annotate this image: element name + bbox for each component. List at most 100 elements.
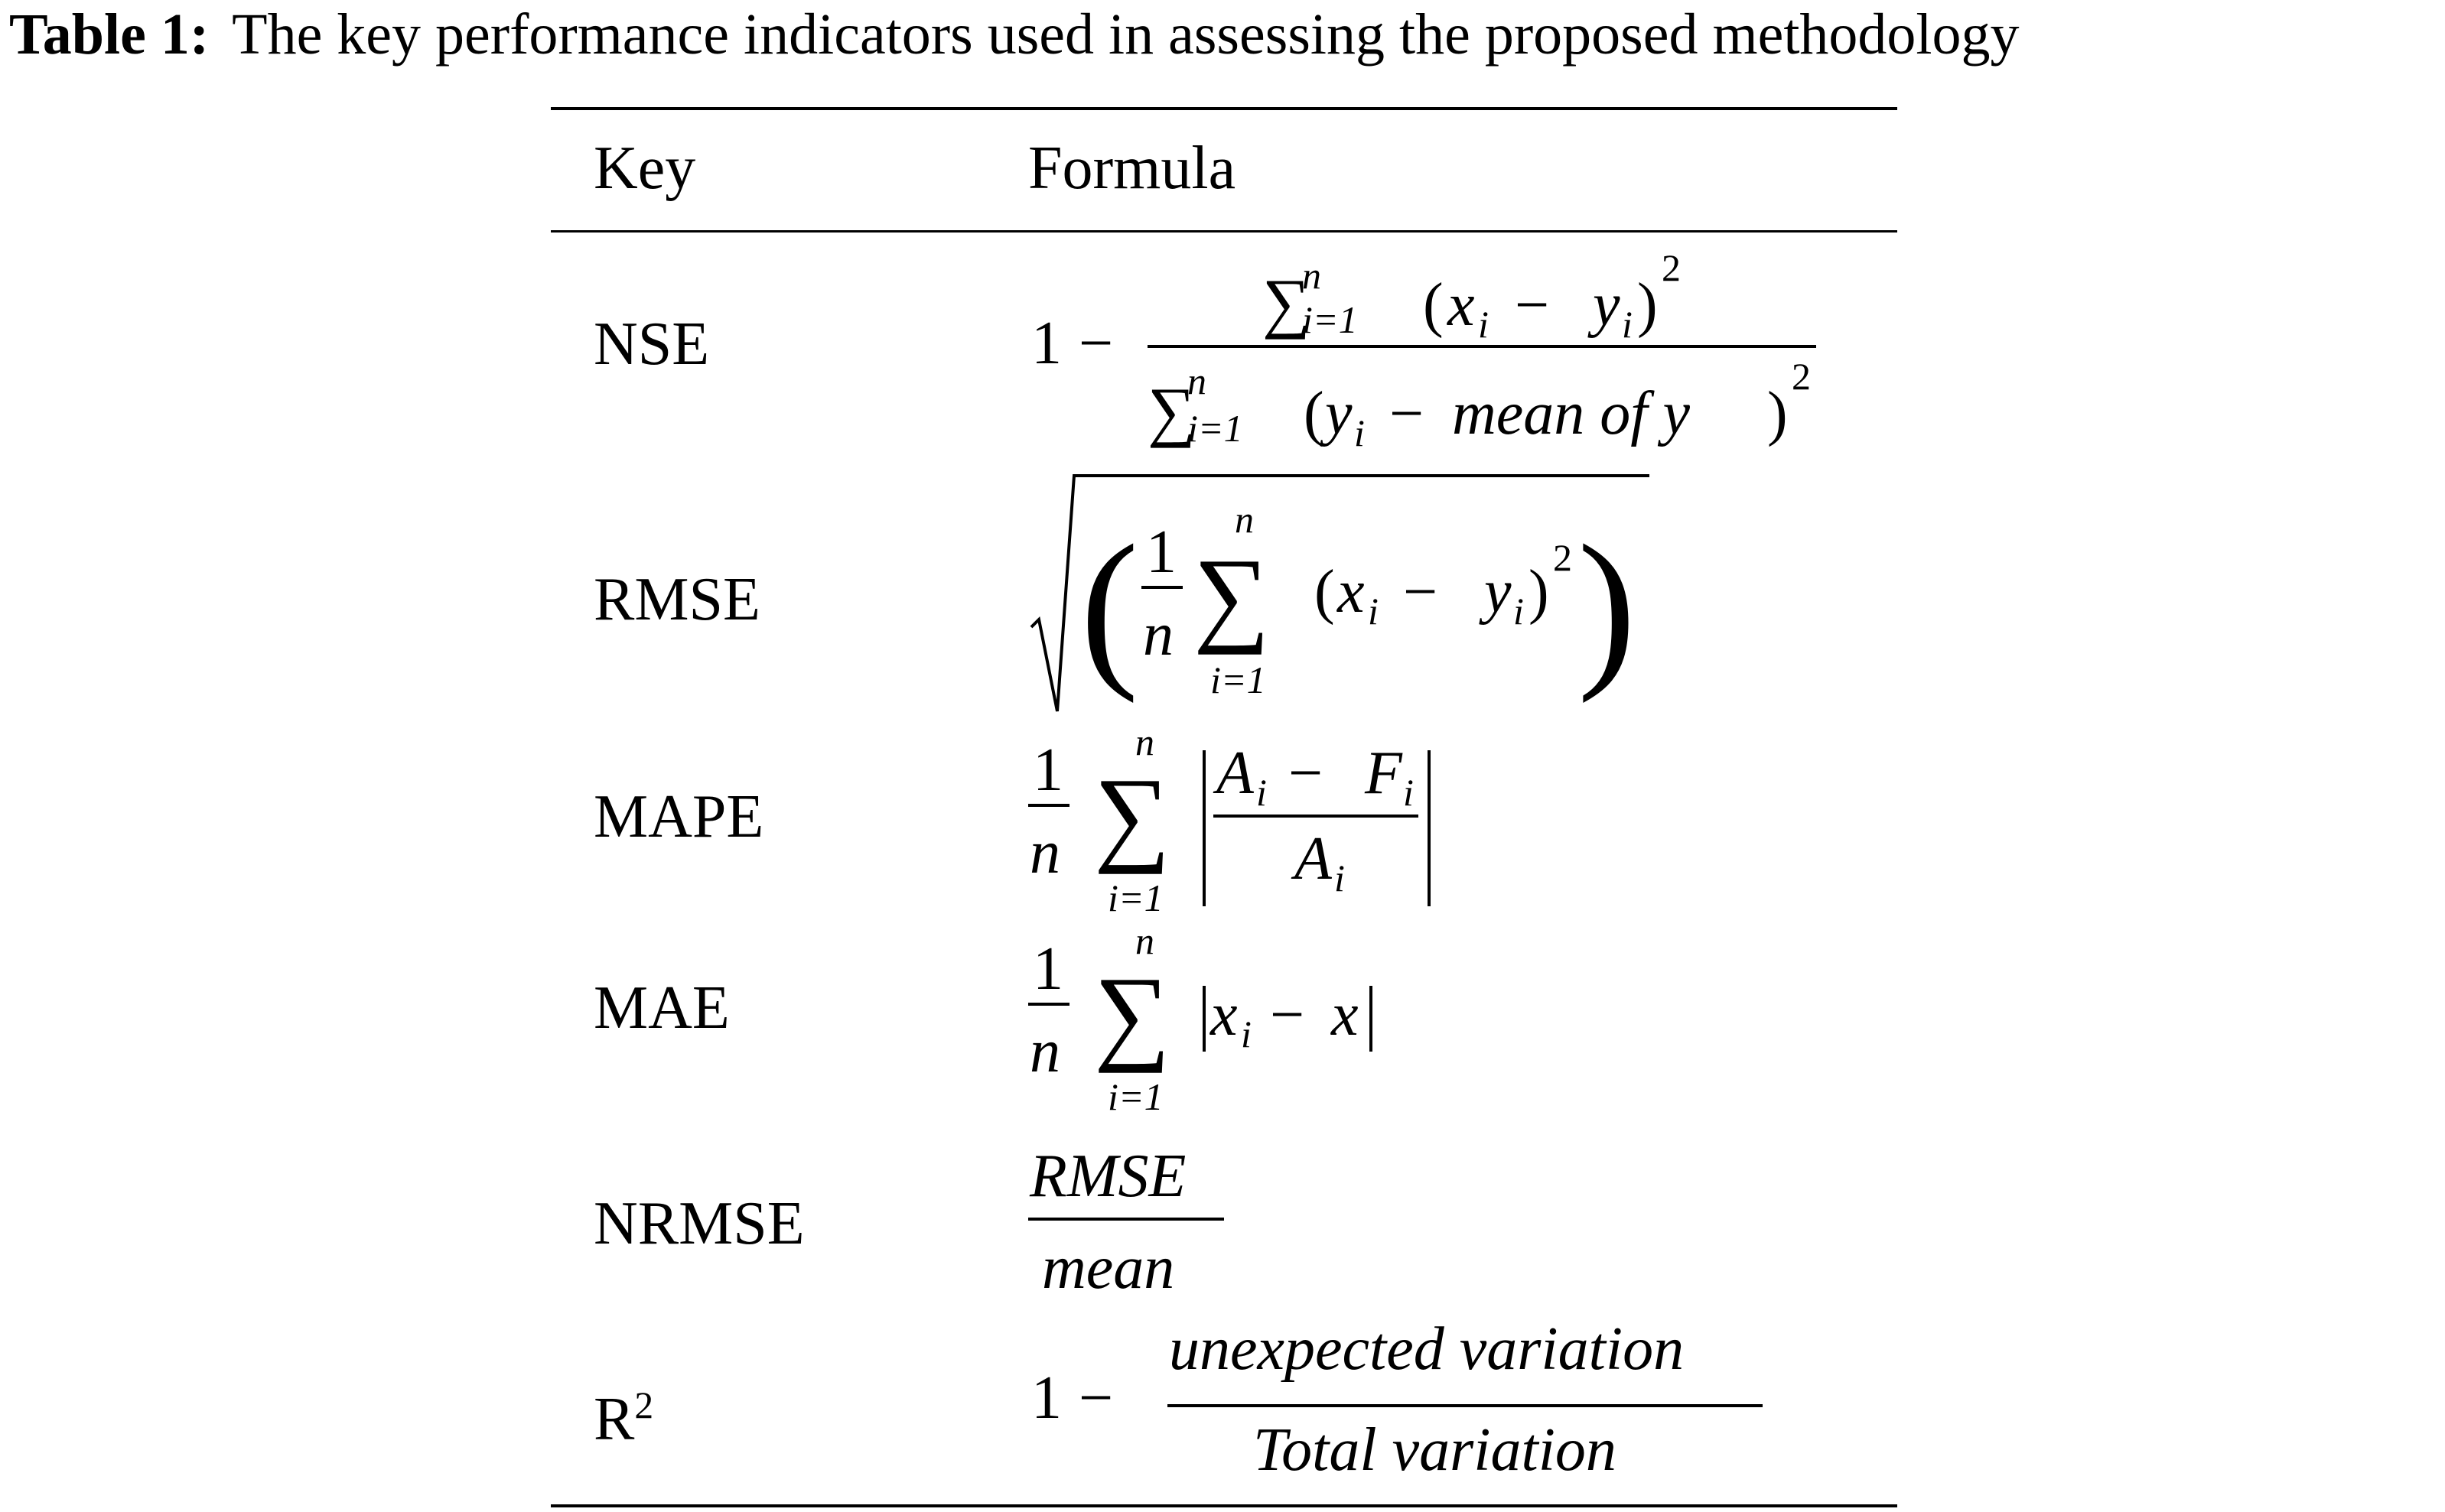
mape-num-minus: − [1288, 740, 1323, 807]
mae-sub: i=1 [1108, 1075, 1164, 1118]
formula-nse-svg: 1 − ∑ n i=1 ( x i − y i ) 2 ∑ n i=1 ( y … [1031, 246, 1816, 454]
caption-text: The key performance indicators used in a… [232, 2, 2020, 67]
r2-one: 1 [1031, 1364, 1062, 1432]
mae-xi: i [1241, 1013, 1252, 1055]
mape-num-f: F [1364, 740, 1403, 807]
mae-minus: − [1270, 981, 1304, 1049]
rmse-sup: n [1235, 498, 1254, 541]
key-nrmse: NRMSE [594, 1190, 805, 1257]
header-formula: Formula [1028, 135, 1236, 202]
nse-num-sup: n [1302, 254, 1321, 297]
header-key: Key [594, 135, 696, 202]
rmse-outer-lparen: ( [1080, 509, 1139, 704]
r2-fraction-bar [1167, 1404, 1763, 1407]
rmse-fraction-bar [1141, 586, 1183, 589]
mape-one: 1 [1033, 736, 1063, 804]
mape-num-a: A [1213, 740, 1255, 807]
nse-num-sum: ∑ [1262, 266, 1310, 340]
nse-den-rparen: ) [1767, 380, 1788, 447]
nse-minus: − [1079, 310, 1113, 377]
mape-sub: i=1 [1108, 876, 1164, 919]
nse-den-y: y [1320, 380, 1353, 447]
mape-sup: n [1135, 720, 1154, 763]
key-r2: R2 [594, 1367, 653, 1458]
nse-one: 1 [1031, 310, 1062, 377]
nse-den-mean: mean of y [1452, 380, 1691, 447]
key-rmse: RMSE [594, 566, 760, 633]
formula-nrmse-svg: RMSE mean [1028, 1143, 1224, 1302]
nse-den-lparen: ( [1304, 380, 1324, 447]
mape-inner-fraction-bar [1213, 815, 1418, 818]
nse-num-y: y [1587, 272, 1620, 339]
key-r2-sup: 2 [634, 1384, 654, 1426]
mae-abs-right [1369, 986, 1372, 1052]
table-header-rule [551, 230, 1897, 232]
mape-den-a: A [1291, 825, 1333, 893]
nse-den-sup: n [1187, 359, 1206, 402]
formula-rmse: ( 1 n ∑ n i=1 ( x i − y i ) 2 ) [1010, 459, 1649, 719]
rmse-xi: i [1368, 590, 1379, 632]
key-nse: NSE [594, 311, 710, 378]
rmse-outer-rparen: ) [1577, 509, 1636, 704]
rmse-sum: ∑ [1193, 537, 1270, 655]
nse-num-minus: − [1515, 272, 1549, 339]
nse-fraction-bar [1148, 345, 1816, 348]
nse-den-sub: i=1 [1187, 407, 1243, 450]
mae-x: x [1209, 981, 1238, 1049]
nrmse-num: RMSE [1029, 1143, 1186, 1210]
key-mae: MAE [594, 974, 730, 1042]
rmse-lparen: ( [1314, 558, 1335, 626]
nse-num-sub: i=1 [1302, 298, 1358, 341]
mape-sum: ∑ [1094, 756, 1170, 875]
nrmse-den: mean [1042, 1234, 1174, 1302]
mae-n: n [1030, 1018, 1060, 1085]
nrmse-fraction-bar [1028, 1218, 1224, 1221]
formula-mape-svg: 1 n ∑ n i=1 A i − F i A i [1028, 720, 1431, 919]
rmse-y: y [1479, 558, 1512, 626]
mape-outer-fraction-bar [1028, 804, 1069, 807]
key-mape: MAPE [594, 783, 764, 850]
nse-num-x: x [1447, 272, 1475, 339]
nse-den-sq: 2 [1792, 355, 1811, 398]
r2-num: unexpected variation [1169, 1315, 1684, 1383]
table-caption: Table 1: The key performance indicators u… [9, 0, 2020, 69]
formula-mae-svg: 1 n ∑ n i=1 x i − x [1028, 919, 1372, 1118]
mape-den-ai: i [1334, 857, 1345, 899]
rmse-one: 1 [1146, 519, 1177, 586]
formula-rmse-svg: ( 1 n ∑ n i=1 ( x i − y i ) 2 ) [1030, 474, 1649, 712]
mape-num-ai: i [1256, 771, 1267, 814]
rmse-yi: i [1513, 590, 1524, 632]
mae-x2: x [1330, 981, 1359, 1049]
r2-minus: − [1079, 1364, 1113, 1432]
rmse-sq: 2 [1553, 536, 1572, 579]
formula-nrmse: RMSE mean [1010, 1132, 1239, 1315]
mape-abs-right [1428, 750, 1431, 906]
nse-num-sq: 2 [1662, 246, 1681, 289]
rmse-minus: − [1403, 558, 1437, 626]
mae-sup: n [1135, 919, 1154, 962]
formula-nse: 1 − ∑ n i=1 ( x i − y i ) 2 ∑ n i=1 ( y … [1010, 241, 1836, 455]
nse-den-minus: − [1389, 380, 1424, 447]
nse-num-rparen: ) [1637, 272, 1658, 339]
nse-num-yi: i [1622, 303, 1633, 346]
mape-n: n [1030, 819, 1060, 886]
table-bottom-rule [551, 1504, 1897, 1507]
nse-num-lparen: ( [1423, 272, 1444, 339]
rmse-rparen: ) [1529, 558, 1549, 626]
nse-den-sum: ∑ [1148, 375, 1196, 449]
formula-mae: 1 n ∑ n i=1 x i − x [1010, 919, 1408, 1120]
mape-num-fi: i [1403, 771, 1414, 814]
rmse-sub: i=1 [1210, 658, 1266, 701]
mae-abs-left [1203, 986, 1206, 1052]
caption-label: Table 1: [9, 2, 210, 67]
mape-abs-left [1203, 750, 1206, 906]
rmse-x: x [1336, 558, 1365, 626]
mae-fraction-bar [1028, 1003, 1069, 1006]
mae-one: 1 [1033, 935, 1063, 1003]
key-r2-base: R [594, 1385, 635, 1453]
rmse-sqrt-sign [1030, 474, 1649, 712]
mae-sum: ∑ [1094, 955, 1170, 1074]
table-top-rule [551, 107, 1897, 110]
nse-den-yi: i [1354, 411, 1365, 454]
nse-num-xi: i [1478, 303, 1489, 346]
